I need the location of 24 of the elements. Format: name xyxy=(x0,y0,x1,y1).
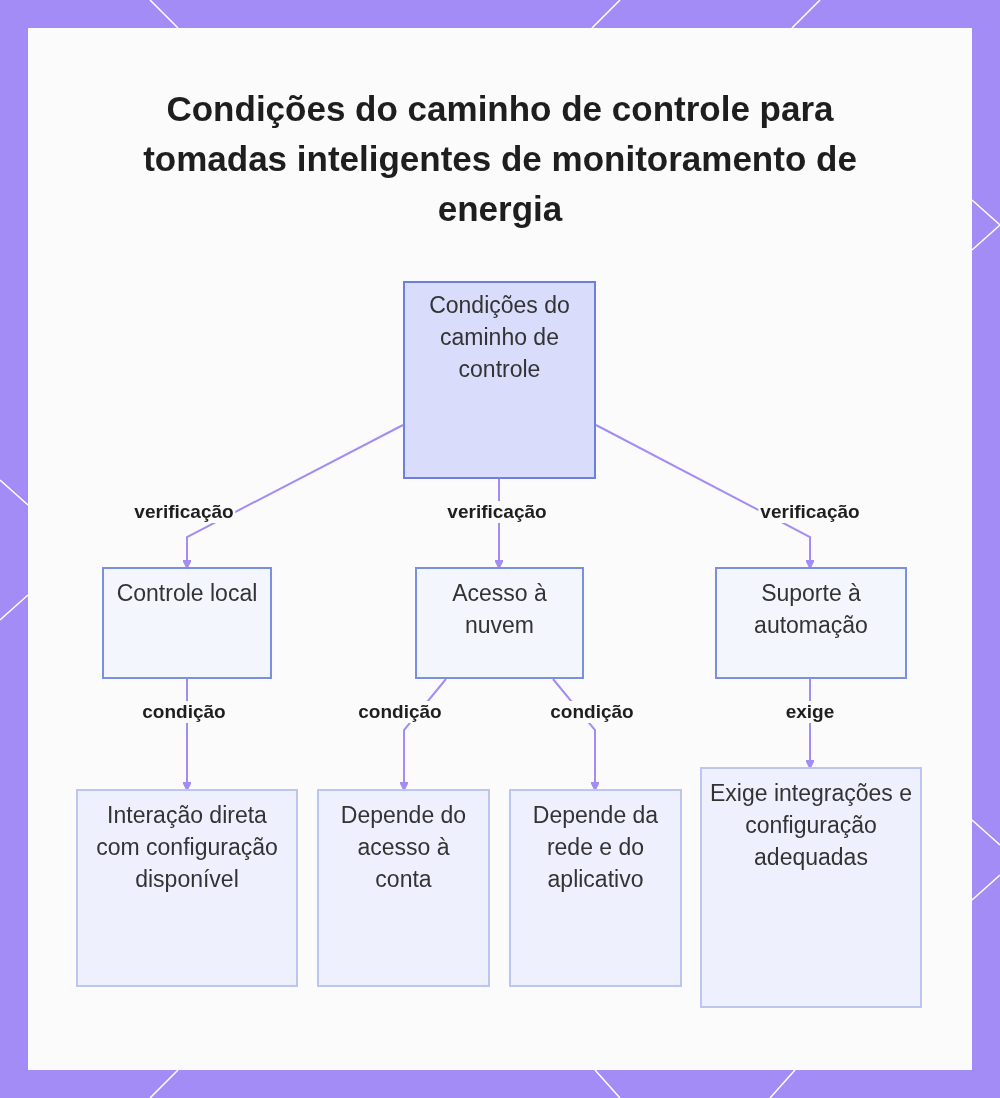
node-text: Exige integrações e configuração adequadas xyxy=(710,779,912,872)
node-text: Depende da rede e do aplicativo xyxy=(531,801,660,894)
node-text: Suporte à automação xyxy=(753,579,869,640)
node-text: Acesso à nuvem xyxy=(451,579,548,640)
connector-arrow xyxy=(182,424,404,569)
node-text: Depende do acesso à conta xyxy=(339,801,468,894)
edge-label: condição xyxy=(548,701,636,723)
detail-box xyxy=(76,789,298,987)
category-box xyxy=(415,567,584,679)
edge-label: exige xyxy=(783,701,837,723)
detail-box xyxy=(317,789,490,987)
category-box xyxy=(102,567,272,679)
detail-box xyxy=(700,767,922,1008)
connector-arrow xyxy=(595,424,815,569)
node-text: Controle local xyxy=(115,579,259,608)
node-text: Condições do caminho de controle xyxy=(429,291,570,384)
edge-label: condição xyxy=(356,701,444,723)
node-text: Interação direta com configuração disponível xyxy=(95,801,279,894)
root-box xyxy=(403,281,596,479)
edge-label: verificação xyxy=(445,501,549,523)
detail-box xyxy=(509,789,682,987)
category-box xyxy=(715,567,907,679)
edge-label: condição xyxy=(140,701,228,723)
diagram-title: Condições do caminho de controle para tomadas inteligentes de monitoramento de energia xyxy=(142,88,858,230)
